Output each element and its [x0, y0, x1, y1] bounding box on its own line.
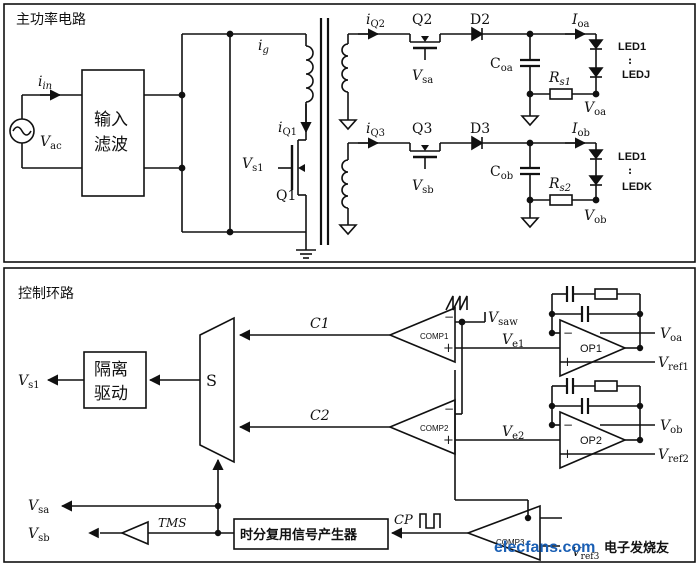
vs1-label: Vs1: [242, 156, 264, 174]
d2-label: D2: [470, 12, 490, 28]
comp2-label: COMP2: [420, 424, 449, 433]
ground-b-icon: [338, 224, 358, 236]
vob-label: Vob: [584, 208, 607, 226]
cob-label: Cob: [490, 164, 513, 182]
voa-in-label: Voa: [660, 326, 682, 344]
c1-label: C1: [310, 316, 330, 332]
vsaw-label: Vsaw: [488, 310, 518, 328]
vsa-out-label: Vsa: [28, 498, 49, 516]
comp1-minus: −: [444, 310, 454, 324]
inverter-triangle: [119, 520, 149, 546]
op1-label: OP1: [580, 343, 602, 355]
comp1-plus: +: [443, 341, 454, 356]
vs1-out-label: Vs1: [18, 373, 40, 391]
control-panel: [3, 267, 696, 563]
comp1-triangle: [387, 306, 456, 364]
comp3-triangle: [465, 504, 541, 562]
op1-plus: +: [562, 355, 573, 370]
selector-s-block: [199, 316, 235, 464]
comp2-plus: +: [443, 433, 454, 448]
isolation-label-2: 驱动: [94, 384, 128, 404]
secondary-b-winding: [341, 159, 349, 209]
iq3-label: iQ3: [366, 121, 385, 139]
led-a-dots: :: [628, 54, 632, 67]
comp3-label: COMP3: [496, 538, 525, 547]
tdm-generator-label: 时分复用信号产生器: [240, 527, 358, 543]
ve1-label: Ve1: [502, 332, 524, 350]
cp-label: CP: [394, 513, 413, 528]
watermark-site: elecfans.com: [494, 539, 595, 556]
selector-label: S: [206, 371, 217, 390]
iin-label: iin: [38, 74, 52, 92]
voa-label: Voa: [584, 100, 606, 118]
vac-label: Vac: [40, 134, 62, 152]
filter-label-1: 输入: [94, 110, 128, 130]
vref3-label: Vref3: [572, 545, 600, 562]
ground-a-icon: [338, 119, 358, 131]
vob-in-label: Vob: [660, 418, 683, 436]
c2-label: C2: [310, 408, 330, 424]
tdm-generator-block: [233, 518, 389, 550]
ledj-label: LEDJ: [622, 69, 650, 81]
iq1-label: iQ1: [278, 120, 297, 138]
comp1-label: COMP1: [420, 332, 449, 341]
coa-label: Coa: [490, 56, 513, 74]
control-title: 控制环路: [18, 286, 74, 302]
ioa-label: Ioa: [571, 12, 590, 30]
ig-label: ig: [258, 38, 269, 56]
iob-label: Iob: [571, 121, 590, 139]
op2-label: OP2: [580, 435, 602, 447]
vsb-label: Vsb: [412, 178, 434, 196]
q1-label: Q1: [276, 188, 296, 204]
ve2-label: Ve2: [502, 424, 524, 442]
op1-minus: −: [563, 326, 573, 340]
main-power-title: 主功率电路: [16, 11, 86, 28]
iq2-label: iQ2: [366, 12, 385, 30]
led1-a-label: LED1: [618, 41, 646, 53]
ledk-label: LEDK: [622, 181, 652, 193]
q2-label: Q2: [412, 12, 432, 28]
rs1-label: Rs1: [548, 70, 571, 88]
sawtooth-icon: [445, 295, 468, 311]
comp2-minus: −: [444, 402, 454, 416]
transformer-primary-winding: [305, 45, 314, 103]
main-power-panel: [3, 3, 696, 263]
vref2-label: Vref2: [658, 447, 689, 465]
op2-minus: −: [563, 418, 573, 432]
sine-icon: [12, 126, 32, 136]
vsa-label: Vsa: [412, 68, 433, 86]
isolation-label-1: 隔离: [94, 360, 128, 380]
vsb-out-label: Vsb: [28, 526, 50, 544]
cp-pulse-icon: [419, 513, 441, 529]
watermark-site-cn: 电子发烧友: [604, 540, 669, 556]
rs2-label: Rs2: [548, 176, 571, 194]
led1-b-label: LED1: [618, 151, 646, 163]
vref1-label: Vref1: [658, 355, 689, 373]
filter-label-2: 滤波: [94, 135, 128, 155]
tms-label: TMS: [158, 516, 187, 530]
q3-label: Q3: [412, 121, 432, 137]
d3-label: D3: [470, 121, 490, 137]
input-filter-block: [81, 69, 145, 197]
op2-plus: +: [562, 447, 573, 462]
led-b-dots: :: [628, 164, 632, 177]
secondary-a-winding: [341, 43, 349, 93]
